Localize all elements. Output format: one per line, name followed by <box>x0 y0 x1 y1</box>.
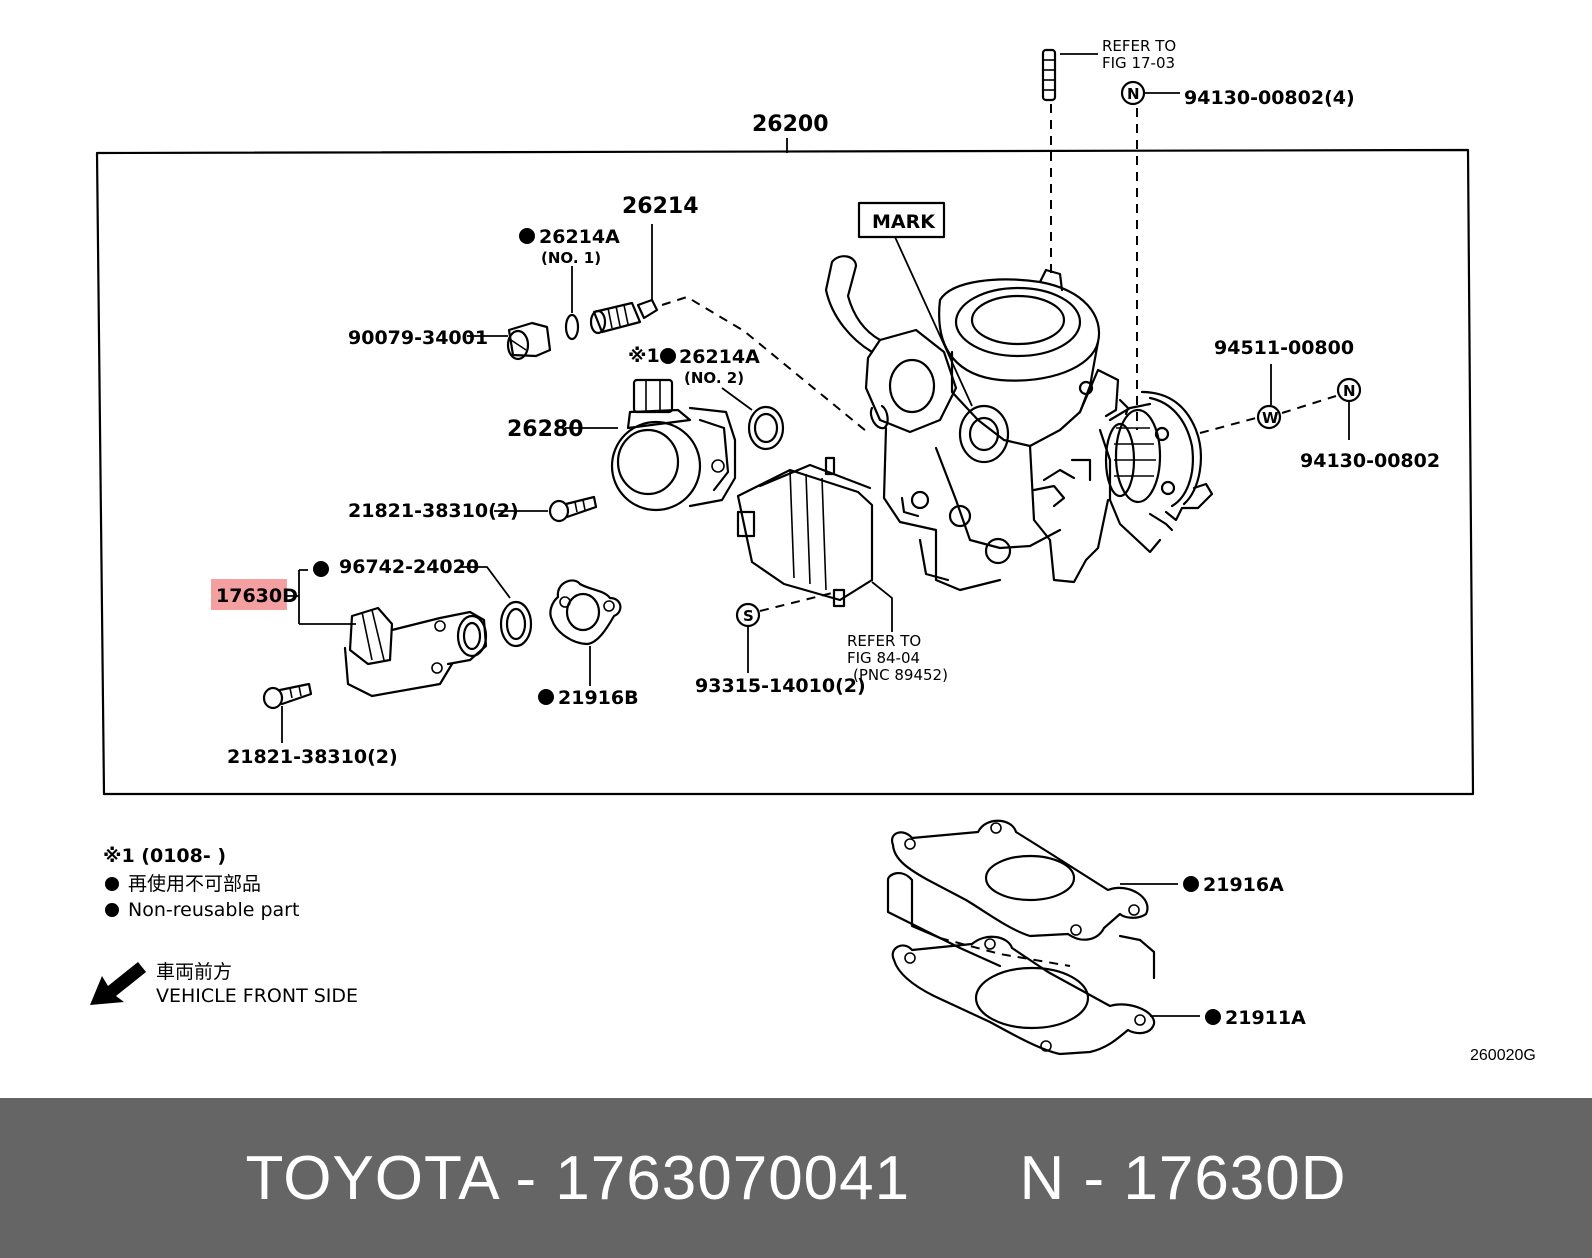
refer-fig-84-04-line1: REFER TO <box>847 632 921 650</box>
callout-21911a: 21911A <box>1225 1007 1306 1029</box>
callout-26214a-no2: 26214A <box>679 346 760 368</box>
screw-symbol-s: S <box>735 602 761 628</box>
mark-label: MARK <box>872 211 936 233</box>
bolt-21821-38310-lower <box>262 682 313 710</box>
refer-fig-17-03-line2: FIG 17-03 <box>1102 54 1175 72</box>
mark-box <box>857 201 946 239</box>
callout-94511-00800: 94511-00800 <box>1214 337 1354 359</box>
callout-96742-24020: 96742-24020 <box>339 556 479 578</box>
svg-text:S: S <box>743 607 754 625</box>
note-mark-1: ※1 <box>628 345 660 367</box>
nut-symbol-n-top: N <box>1120 80 1146 106</box>
o-ring-no2 <box>747 405 785 451</box>
callout-26214: 26214 <box>622 194 699 219</box>
figure-code: 260020G <box>1470 1047 1536 1064</box>
gasket-21911a <box>891 935 1156 1056</box>
o-ring-96742-24020 <box>499 600 533 648</box>
plug-26214 <box>589 298 659 335</box>
callout-no1: (NO. 1) <box>541 249 601 267</box>
nonreusable-dot-21916b <box>538 689 554 705</box>
callout-21916a: 21916A <box>1203 874 1284 896</box>
svg-text:W: W <box>1262 409 1279 427</box>
legend-note: ※1 (0108- ) <box>103 845 226 867</box>
callout-94130-00802: 94130-00802 <box>1300 450 1440 472</box>
legend-nonreusable-en: Non-reusable part <box>128 899 299 921</box>
control-module <box>736 456 874 608</box>
legend-nonreusable-jp: 再使用不可部品 <box>128 873 261 895</box>
callout-no2: (NO. 2) <box>684 369 744 387</box>
legend-dot-en <box>105 903 119 917</box>
refer-fig-84-04-line2: FIG 84-04 <box>847 649 920 667</box>
callout-93315-14010-2: 93315-14010(2) <box>695 675 866 697</box>
callout-21821-38310-lower: 21821-38310(2) <box>227 746 398 768</box>
refer-fig-84-04-line3: (PNC 89452) <box>853 666 948 684</box>
throttle-body <box>824 255 1214 592</box>
legend-front-jp: 車両前方 <box>156 961 232 983</box>
svg-text:N: N <box>1127 85 1140 103</box>
parts-diagram: 26200 REFER TO FIG 17-03 N 94130-00802(4… <box>90 37 1536 1064</box>
callout-17630d: 17630D <box>216 585 298 607</box>
washer-symbol-w: W <box>1256 404 1282 430</box>
bolt-21821-38310-upper <box>548 495 598 523</box>
control-valve-26280 <box>610 378 737 512</box>
assembly-label: 26200 <box>752 112 829 137</box>
callout-26280: 26280 <box>507 417 584 442</box>
nonreusable-dot-26214a-2 <box>660 348 676 364</box>
stud-bolt <box>1041 48 1057 102</box>
nut-symbol-n-right: N <box>1336 377 1362 403</box>
nonreusable-dot-96742 <box>313 561 329 577</box>
footer-part-number: TOYOTA - 1763070041 N - 17630D <box>245 1143 1347 1213</box>
nonreusable-dot-21916a <box>1183 876 1199 892</box>
screw-90079-34001 <box>506 321 552 361</box>
svg-text:N: N <box>1343 382 1356 400</box>
callout-26214a-no1: 26214A <box>539 226 620 248</box>
legend-dot-jp <box>105 877 119 891</box>
callout-21821-38310-upper: 21821-38310(2) <box>348 500 519 522</box>
callout-21916b: 21916B <box>558 687 639 709</box>
legend-front-en: VEHICLE FRONT SIDE <box>156 985 358 1007</box>
nonreusable-dot-21911a <box>1205 1009 1221 1025</box>
nonreusable-dot-26214a-1 <box>519 228 535 244</box>
assembly-frame <box>95 148 1475 796</box>
o-ring-no1 <box>564 313 580 341</box>
gasket-21916a <box>890 819 1149 941</box>
callout-94130-00802-4: 94130-00802(4) <box>1184 87 1355 109</box>
gasket-21916b <box>549 579 622 646</box>
footer-banner: TOYOTA - 1763070041 N - 17630D <box>0 1098 1592 1258</box>
vehicle-front-arrow-icon <box>90 962 146 1005</box>
refer-fig-17-03-line1: REFER TO <box>1102 37 1176 55</box>
highlight-17630d <box>211 579 287 610</box>
callout-90079-34001: 90079-34001 <box>348 327 488 349</box>
sensor-17630d <box>343 606 488 698</box>
spacer-block <box>886 872 1156 980</box>
